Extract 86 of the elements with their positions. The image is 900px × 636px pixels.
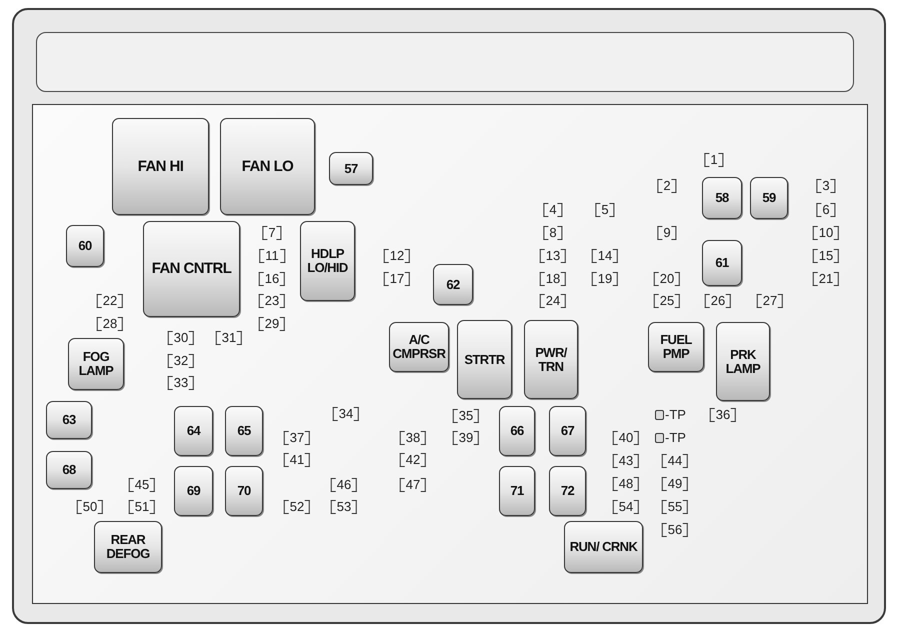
fuse-slot: 23 (258, 293, 286, 309)
fuse-slot: 37 (284, 430, 310, 446)
fuse-slot: 20 (654, 271, 680, 287)
fuse-slot: 42 (400, 452, 426, 468)
fuse-slot: 55 (662, 499, 688, 515)
fuse-slot: 47 (400, 477, 426, 493)
relay-box: 57 (329, 152, 373, 185)
fuse-slot: 44 (662, 453, 688, 469)
fuse-slot: 7 (262, 225, 282, 241)
fuse-slot: 33 (168, 375, 194, 391)
fuse-slot: 30 (168, 330, 194, 346)
terminal-label: -TP (665, 407, 686, 423)
relay-box: HDLP LO/HID (300, 221, 355, 301)
relay-box: REAR DEFOG (94, 521, 162, 573)
relay-box: 65 (225, 406, 263, 456)
relay-box: 60 (66, 225, 104, 267)
relay-box: STRTR (457, 320, 512, 399)
fuse-slot: 27 (756, 293, 784, 309)
relay-box: 69 (174, 466, 213, 516)
relay-box: 59 (750, 177, 788, 219)
relay-box: RUN/ CRNK (564, 521, 643, 573)
fuse-slot: 28 (96, 316, 124, 332)
fuse-slot: 49 (662, 476, 688, 492)
fuse-slot: 11 (259, 248, 285, 264)
fuse-slot: 1 (704, 152, 724, 168)
fuse-slot: 35 (452, 408, 480, 424)
fuse-slot: 14 (592, 248, 618, 264)
relay-box: 58 (702, 177, 742, 219)
relay-box: 64 (174, 406, 213, 456)
relay-box: 70 (225, 466, 263, 516)
fuse-slot: 24 (540, 293, 566, 309)
fuse-slot: 32 (168, 353, 194, 369)
fuse-slot: 19 (592, 271, 618, 287)
fuse-slot: 25 (654, 293, 680, 309)
fuse-slot: 29 (258, 316, 286, 332)
fuse-slot: 10 (812, 225, 840, 241)
fuse-slot: 8 (543, 225, 563, 241)
relay-box: 68 (46, 451, 92, 489)
relay-box: FAN HI (112, 118, 209, 215)
fuse-slot: 50 (76, 499, 104, 515)
relay-box: 63 (46, 401, 92, 439)
fuse-slot: 22 (96, 293, 124, 309)
relay-box: PWR/ TRN (524, 320, 578, 399)
relay-box: FOG LAMP (68, 338, 124, 390)
fuse-slot: 54 (612, 499, 640, 515)
fuse-slot: 13 (540, 248, 566, 264)
fuse-slot: 40 (612, 430, 640, 446)
fuse-slot: 34 (332, 406, 360, 422)
relay-box: 72 (549, 466, 586, 516)
fuse-slot: 12 (384, 248, 410, 264)
fuse-slot: 48 (612, 476, 640, 492)
fuse-slot: 26 (704, 293, 732, 309)
relay-box: 71 (499, 466, 535, 516)
relay-box: 67 (549, 406, 586, 456)
relay-box: FAN CNTRL (143, 221, 240, 317)
fuse-slot: 56 (662, 522, 688, 538)
fuse-slot: 46 (330, 477, 358, 493)
fuse-slot: 38 (400, 430, 426, 446)
relay-box: FUEL PMP (648, 322, 704, 372)
relay-box: 66 (499, 406, 535, 456)
fuse-slot: 51 (128, 499, 156, 515)
fuse-slot: 43 (612, 453, 640, 469)
fuse-slot: 15 (812, 248, 840, 264)
fuse-slot: 45 (128, 477, 156, 493)
fuse-slot: 41 (284, 452, 310, 468)
terminal-label: -TP (665, 430, 686, 446)
relay-box: FAN LO (220, 118, 315, 215)
fuse-slot: 4 (543, 202, 563, 218)
fuse-slot: 21 (812, 271, 840, 287)
fuse-slot: 3 (816, 178, 836, 194)
fuse-slot: 36 (710, 407, 736, 423)
fuse-slot: 31 (216, 330, 242, 346)
fuse-slot: 17 (384, 271, 410, 287)
fuse-slot: 16 (258, 271, 286, 287)
fuse-slot: 2 (657, 178, 677, 194)
fuse-slot: 9 (657, 225, 677, 241)
relay-box: 61 (702, 240, 742, 286)
relay-box: A/C CMPRSR (389, 322, 449, 372)
fuse-slot: 39 (452, 430, 480, 446)
fuse-slot: 52 (284, 499, 310, 515)
relay-box: 62 (433, 264, 473, 305)
fuse-slot: 5 (595, 202, 615, 218)
fuse-slot: 53 (330, 499, 358, 515)
relay-box: PRK LAMP (716, 322, 770, 401)
fuse-slot: 6 (816, 202, 836, 218)
fuse-slot: 18 (540, 271, 566, 287)
